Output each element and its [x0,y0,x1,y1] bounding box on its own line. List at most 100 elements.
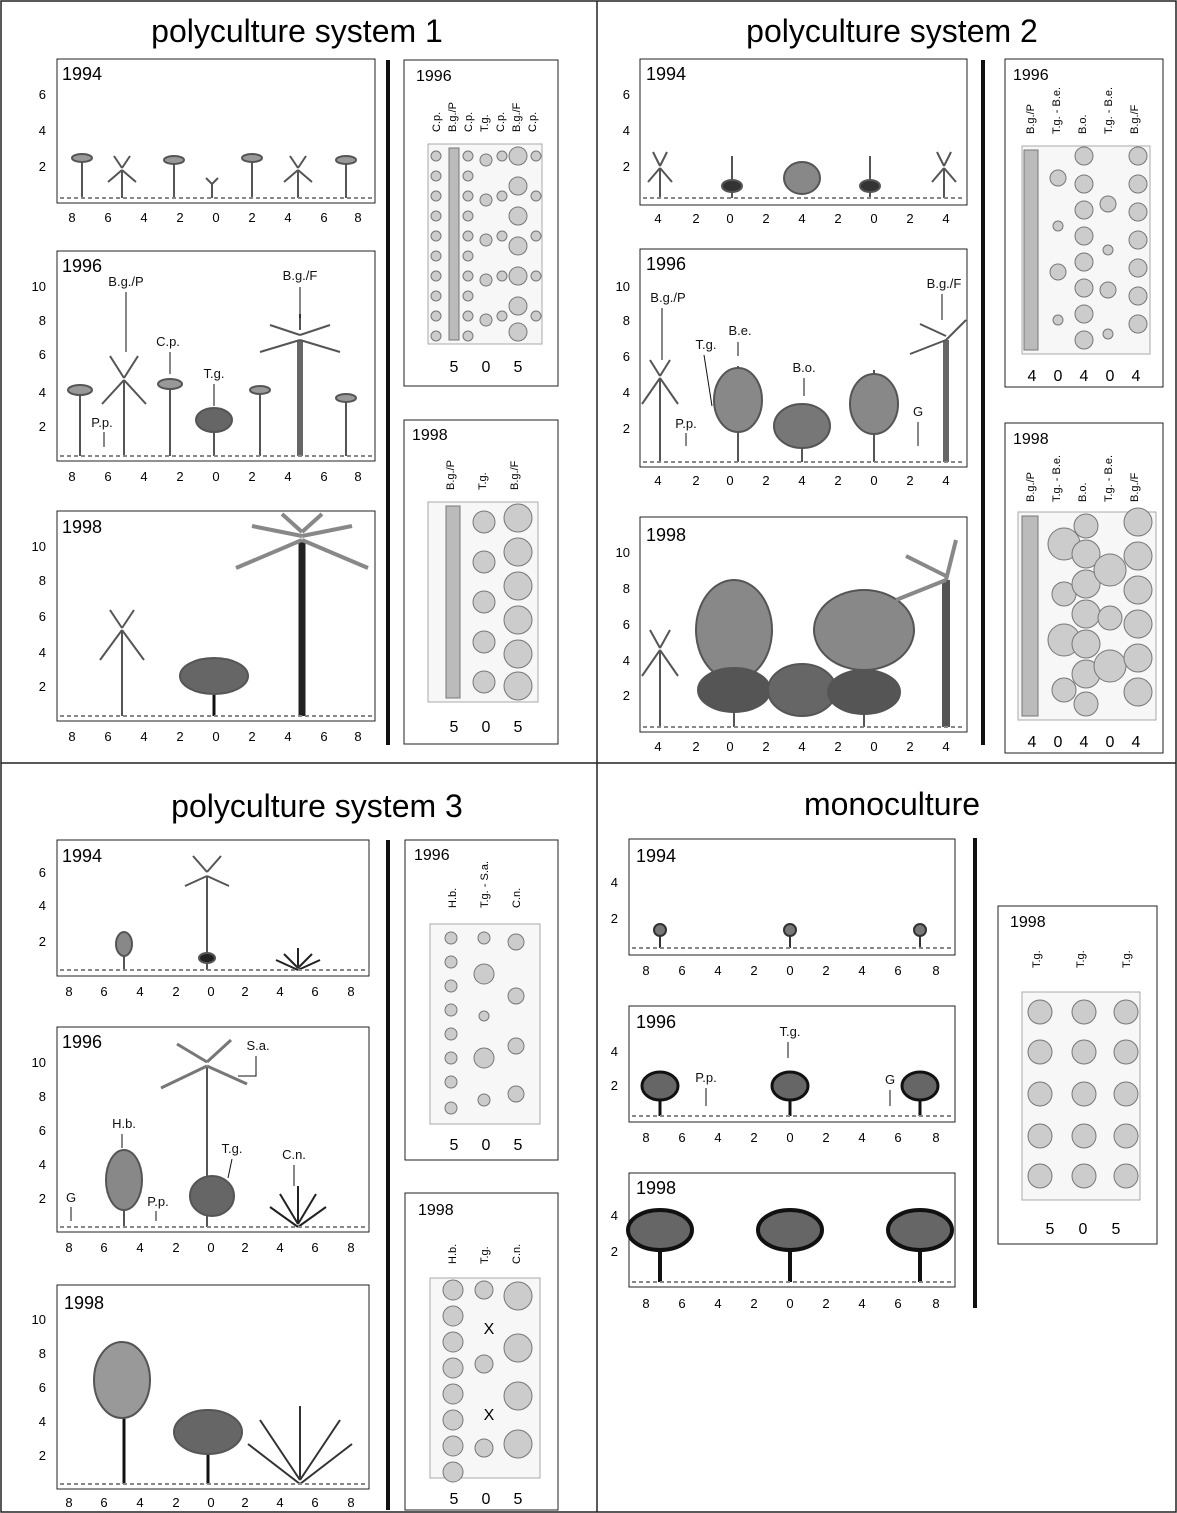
x-tick-label: 0 [870,739,877,754]
x-tick-label: 5 [514,1137,523,1154]
y-tick-label: 8 [39,1346,46,1361]
x-tick-label: 4 [276,1240,283,1255]
x-tick-label: 0 [207,1495,214,1510]
x-tick-label: 2 [822,963,829,978]
column-label: C.p. [495,112,507,132]
x-tick-label: 2 [692,211,699,226]
column-label: C.p. [527,112,539,132]
system-3-title: polyculture system 3 [171,788,463,824]
species-label: P.p. [675,416,696,431]
y-tick-label: 2 [39,1191,46,1206]
species-label: C.n. [282,1147,306,1162]
x-tick-label: 5 [450,359,459,376]
x-tick-label: 6 [320,210,327,225]
y-tick-label: 4 [39,123,46,138]
column-label: B.g./P [445,460,457,490]
column-label: B.g./P [1025,472,1037,502]
x-tick-label: 5 [514,1491,523,1508]
panel-year: 1996 [1013,67,1049,84]
x-tick-label: 4 [798,211,805,226]
column-label: C.p. [431,112,443,132]
x-tick-label: 0 [1054,368,1063,385]
column-label: H.b. [447,888,459,908]
mono-profile-1994: 1994 2 4 8 6 4 2 0 2 4 6 8 [611,839,955,978]
panel-year: 1996 [62,1032,102,1052]
y-tick-label: 2 [39,934,46,949]
y-tick-label: 8 [39,313,46,328]
y-tick-label: 8 [623,581,630,596]
x-tick-label: 4 [276,984,283,999]
x-tick-label: 0 [1054,734,1063,751]
y-tick-label: 4 [611,1208,618,1223]
x-tick-label: 2 [762,739,769,754]
plant-illustrations [106,1040,326,1227]
column-labels: B.g./P T.g. - B.e. B.o. T.g. - B.e. B.g.… [1025,87,1141,134]
mono-profile-1998: 1998 2 4 8 6 4 2 0 2 4 6 8 [611,1173,955,1311]
x-tick-label: 0 [212,469,219,484]
column-labels: B.g./P T.g. B.g./F [445,460,521,490]
x-tick-label: 8 [68,469,75,484]
s2-profile-1998: 1998 2 4 6 8 10 4 2 0 2 4 2 0 2 4 [616,517,967,754]
x-tick-label: 8 [347,1240,354,1255]
column-label: B.g./F [1129,472,1141,502]
x-tick-label: 4 [284,729,291,744]
y-tick-label: 2 [623,159,630,174]
x-tick-label: 6 [320,729,327,744]
species-label: P.p. [695,1070,716,1085]
x-tick-label: 4 [714,1296,721,1311]
x-tick-label: 4 [654,739,661,754]
x-tick-label: 2 [692,473,699,488]
species-label: B.g./P [108,274,143,289]
panel-year: 1994 [636,846,676,866]
x-tick-label: 4 [942,211,949,226]
y-tick-label: 2 [623,688,630,703]
y-tick-label: 10 [32,279,46,294]
column-label: C.n. [511,1244,523,1264]
mono-profile-1996: 1996 2 4 8 6 4 2 0 2 4 6 8 T.g. P.p. G [611,1006,955,1145]
x-tick-label: 4 [140,469,147,484]
x-tick-label: 0 [207,984,214,999]
column-label: T.g. [1031,950,1043,968]
y-tick-label: 6 [39,1123,46,1138]
y-tick-label: 2 [39,159,46,174]
y-tick-label: 10 [32,539,46,554]
label-arrow [238,1056,256,1076]
x-tick-label: 2 [241,1495,248,1510]
x-tick-label: 4 [942,739,949,754]
x-tick-label: 4 [284,210,291,225]
x-tick-label: 2 [176,729,183,744]
y-tick-label: 4 [39,1414,46,1429]
mono-plan-1998: 1998 T.g. T.g. T.g. 5 0 5 [998,906,1157,1244]
x-tick-label: 2 [172,984,179,999]
x-tick-label: 4 [942,473,949,488]
column-label: B.g./P [1025,104,1037,134]
x-tick-label: 0 [482,719,491,736]
panel-year: 1996 [62,256,102,276]
species-label: T.g. [780,1024,801,1039]
column-label: T.g. - S.a. [479,861,491,908]
y-tick-label: 2 [611,1078,618,1093]
species-label: G [66,1190,76,1205]
x-tick-label: 4 [714,1130,721,1145]
column-label: B.g./P [447,102,459,132]
column-label: B.g./F [509,460,521,490]
x-tick-label: 6 [100,1495,107,1510]
column-labels: H.b. T.g. - S.a. C.n. [447,861,523,908]
column-label: T.g. - B.e. [1051,87,1063,134]
x-tick-label: 8 [932,1296,939,1311]
s3-profile-1998: 1998 2 4 6 8 10 8 6 4 2 0 2 4 6 8 [32,1285,369,1510]
panel-year: 1994 [62,846,102,866]
system-2-title: polyculture system 2 [746,13,1038,49]
species-label: P.p. [147,1194,168,1209]
x-tick-label: 2 [750,963,757,978]
label-arrow [228,1159,232,1178]
column-label: T.g. [479,1246,491,1264]
column-label: T.g. [479,114,491,132]
x-tick-label: 4 [1132,734,1141,751]
s2-plan-1996: 1996 B.g./P T.g. - B.e. B.o. T.g. - B.e.… [1005,59,1163,387]
x-tick-label: 4 [136,984,143,999]
x-tick-label: 6 [678,963,685,978]
panel-year: 1998 [64,1293,104,1313]
x-tick-label: 4 [136,1240,143,1255]
